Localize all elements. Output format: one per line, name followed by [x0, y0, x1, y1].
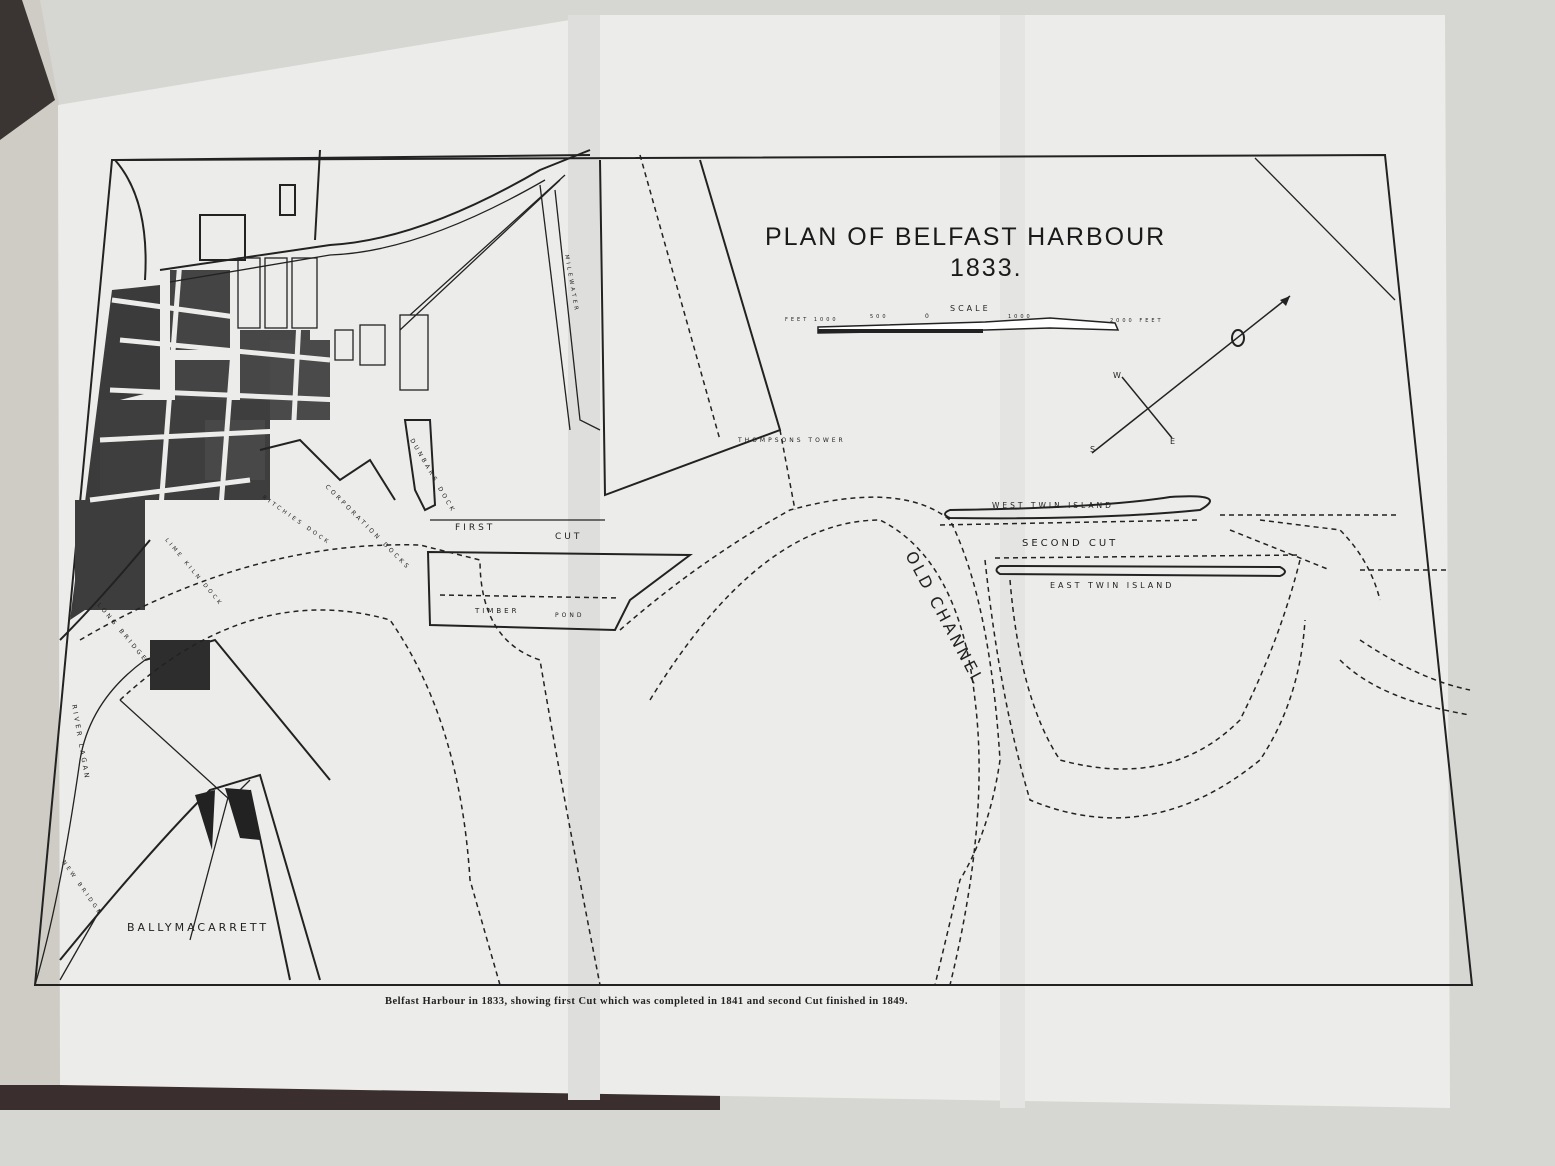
scale-tick: 500: [870, 314, 889, 320]
compass-s: S: [1090, 445, 1098, 454]
west-twin-island: [944, 495, 1211, 520]
fold-shadow: [1000, 15, 1025, 1108]
label-ballymacarrett: BALLYMACARRETT: [127, 921, 269, 934]
scale-bar: [817, 317, 1120, 334]
town-blocks: [70, 184, 429, 620]
roads: [114, 149, 782, 497]
compass-e: E: [1170, 437, 1178, 446]
compass-w: W: [1113, 371, 1124, 380]
map-sheet: [58, 15, 1450, 1108]
book-cover-corner: [0, 0, 55, 140]
timber-pond-outline: [426, 550, 693, 632]
label-pond: POND: [555, 612, 584, 619]
label-timber: TIMBER: [474, 607, 519, 615]
label-first-cut-a: FIRST: [455, 523, 495, 533]
channel-lines: [79, 429, 1471, 986]
label-thompsons-tower: THOMPSONS TOWER: [737, 437, 846, 444]
south-bank: [34, 539, 331, 986]
scale-tick: 0: [925, 313, 932, 320]
label-west-twin-island: WEST TWIN ISLAND: [992, 501, 1114, 510]
north-arrow-icon: [1091, 295, 1291, 454]
map-year: 1833.: [950, 254, 1023, 282]
fold-shadow: [568, 15, 600, 1100]
map-title: PLAN OF BELFAST HARBOUR: [765, 223, 1166, 251]
label-east-twin-island: EAST TWIN ISLAND: [1050, 581, 1174, 590]
left-book-page: [0, 0, 60, 1100]
label-second-cut: SECOND CUT: [1022, 538, 1118, 549]
scale-tick: 2000 FEET: [1110, 318, 1164, 324]
figure-caption: Belfast Harbour in 1833, showing first C…: [385, 996, 908, 1007]
scale-label: SCALE: [950, 304, 991, 313]
docks: [259, 419, 693, 632]
east-twin-island: [995, 564, 1286, 578]
shore-line: [1254, 157, 1396, 301]
scale-tick: 1000: [1008, 314, 1033, 320]
map-border: [33, 153, 1474, 986]
label-first-cut-b: CUT: [555, 532, 582, 542]
scale-tick: FEET 1000: [785, 317, 839, 323]
